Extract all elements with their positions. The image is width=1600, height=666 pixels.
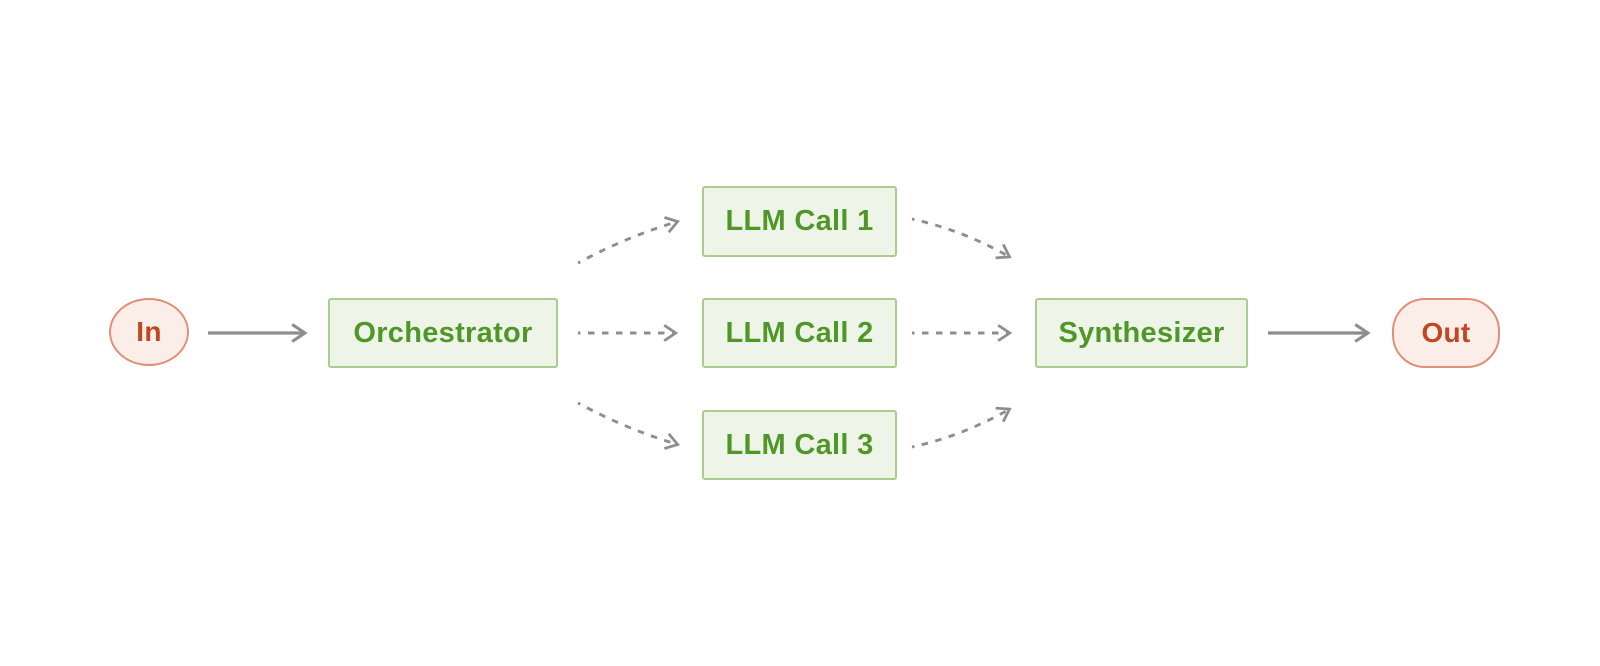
node-llm-call-1: LLM Call 1 xyxy=(702,186,897,257)
node-in: In xyxy=(109,298,189,366)
node-llm-call-3: LLM Call 3 xyxy=(702,410,897,480)
node-llm-call-2: LLM Call 2 xyxy=(702,298,897,368)
edge-orchestrator-to-llm-call-3 xyxy=(577,401,676,444)
node-out: Out xyxy=(1392,298,1500,368)
edge-llm-call-1-to-synthesizer xyxy=(911,217,1008,256)
edge-orchestrator-to-llm-call-1 xyxy=(577,222,676,265)
node-orchestrator: Orchestrator xyxy=(328,298,558,368)
edge-llm-call-3-to-synthesizer xyxy=(911,410,1008,449)
node-synthesizer: Synthesizer xyxy=(1035,298,1248,368)
